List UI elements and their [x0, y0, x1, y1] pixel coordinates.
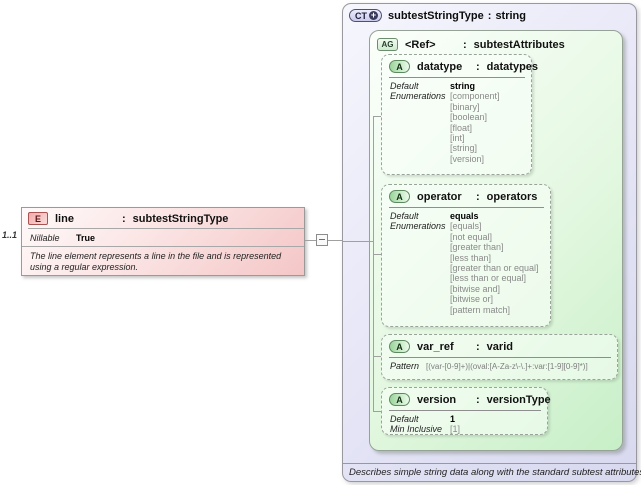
- complex-type-title: subtestStringType : string: [388, 10, 526, 22]
- facet-min-inclusive-value: [1]: [450, 424, 461, 435]
- enum-value: [pattern match]: [450, 304, 511, 315]
- attribute-icon: A: [389, 190, 410, 203]
- attribute-facets: Default Enumerations string [component] …: [382, 81, 531, 164]
- complex-type-icon: CT +: [349, 9, 382, 22]
- attribute-group-name: <Ref>: [405, 38, 436, 51]
- attribute-facets: Default Enumerations equals [equals] [no…: [382, 211, 550, 315]
- attribute-group-node-subtestAttributes[interactable]: AG <Ref> : subtestAttributes A datatype …: [369, 30, 623, 451]
- divider: [389, 207, 544, 208]
- connector-line: [305, 240, 317, 241]
- divider: [343, 463, 636, 464]
- cardinality-label: 1..1: [2, 230, 18, 240]
- facet-label: Nillable: [30, 233, 60, 243]
- facet-label-min-inclusive: Min Inclusive: [390, 424, 443, 435]
- attribute-group-type: subtestAttributes: [473, 38, 565, 51]
- enum-value: [boolean]: [450, 112, 488, 123]
- connector-line: [328, 240, 342, 241]
- attribute-name: datatype: [417, 60, 463, 73]
- connector-branch-datatype: [373, 116, 381, 117]
- enum-value: [version]: [450, 153, 485, 164]
- attribute-header: A operator : operators: [382, 185, 550, 205]
- facet-label-enumerations: Enumerations: [390, 221, 446, 232]
- attribute-name: var_ref: [417, 340, 454, 353]
- attribute-node-var-ref[interactable]: A var_ref : varid Pattern [(var-[0-9]+)|…: [381, 334, 618, 380]
- attribute-facets: Pattern [(var-[0-9]+)|(oval:[A-Za-z\-\.]…: [382, 361, 617, 371]
- attribute-header: A datatype : datatypes: [382, 55, 538, 75]
- attribute-header: A version : versionType: [382, 388, 551, 408]
- attribute-colon: :: [476, 340, 480, 353]
- enum-value: [int]: [450, 133, 465, 144]
- element-documentation: The line element represents a line in th…: [22, 246, 304, 273]
- attribute-icon: A: [389, 60, 410, 73]
- facet-label-default: Default: [390, 81, 419, 91]
- attribute-facets: Default Min Inclusive 1 [1]: [382, 414, 547, 435]
- element-icon: E: [28, 212, 48, 225]
- enum-value: [greater than or equal]: [450, 263, 539, 274]
- enum-value: [less than or equal]: [450, 273, 527, 284]
- complex-type-node-subtestStringType[interactable]: CT + subtestStringType : string AG <Ref>…: [342, 3, 641, 482]
- facet-value: True: [76, 233, 96, 243]
- attribute-colon: :: [476, 190, 480, 203]
- divider: [28, 228, 304, 229]
- facet-default-value: 1: [450, 414, 456, 424]
- complex-type-base: string: [495, 9, 526, 22]
- enum-value: [float]: [450, 122, 473, 133]
- attribute-name: version: [417, 393, 457, 406]
- attribute-node-version[interactable]: A version : versionType Default Min Incl…: [381, 387, 551, 435]
- attribute-type: operators: [486, 190, 538, 203]
- enum-value: [bitwise and]: [450, 283, 501, 294]
- divider: [389, 77, 525, 78]
- enum-value: [not equal]: [450, 231, 493, 242]
- element-header: E line : subtestStringType: [22, 208, 304, 227]
- element-type-colon: :: [122, 212, 126, 225]
- divider: [389, 410, 541, 411]
- facet-default-value: equals: [450, 211, 479, 221]
- enum-value: [binary]: [450, 101, 480, 112]
- enum-value: [bitwise or]: [450, 294, 494, 305]
- element-facet-nillable: Nillable True: [22, 229, 304, 246]
- attribute-icon: A: [389, 393, 410, 406]
- facet-pattern-value: [(var-[0-9]+)|(oval:[A-Za-z\-\.]+:var:[1…: [426, 362, 588, 371]
- attribute-icon: A: [389, 340, 410, 353]
- attribute-colon: :: [476, 393, 480, 406]
- connector-trunk: [373, 116, 374, 412]
- enum-value: [string]: [450, 143, 478, 154]
- enum-value: [component]: [450, 91, 500, 102]
- attribute-node-datatype[interactable]: A datatype : datatypes Default Enumerati…: [381, 54, 538, 175]
- attribute-group-colon: :: [463, 38, 467, 51]
- enum-value: [less than]: [450, 252, 492, 263]
- complex-type-header: CT + subtestStringType : string: [349, 9, 526, 22]
- complex-type-annotation: Describes simple string data along with …: [349, 467, 641, 478]
- element-name: line: [55, 212, 74, 225]
- facet-label-pattern: Pattern: [390, 361, 420, 371]
- attribute-group-icon: AG: [377, 38, 398, 51]
- attribute-colon: :: [476, 60, 480, 73]
- plus-icon: +: [369, 10, 378, 20]
- complex-type-name: subtestStringType: [388, 9, 484, 22]
- facet-label-enumerations: Enumerations: [390, 91, 446, 102]
- attribute-name: operator: [417, 190, 462, 203]
- attribute-type: versionType: [486, 393, 551, 406]
- enum-value: [equals]: [450, 221, 482, 232]
- divider: [389, 357, 611, 358]
- element-node-line[interactable]: E line : subtestStringType Nillable True…: [21, 207, 305, 276]
- attribute-type: datatypes: [486, 60, 539, 73]
- collapse-toggle[interactable]: [316, 234, 328, 246]
- connector-branch-operator: [373, 254, 381, 255]
- facet-default-value: string: [450, 81, 476, 91]
- connector-line: [343, 241, 373, 242]
- connector-branch-var-ref: [373, 356, 381, 357]
- enum-value: [greater than]: [450, 242, 504, 253]
- connector-branch-version: [373, 411, 381, 412]
- complex-type-icon-label: CT: [355, 10, 367, 21]
- attribute-node-operator[interactable]: A operator : operators Default Enumerati…: [381, 184, 551, 327]
- complex-type-colon: :: [487, 9, 492, 22]
- facet-label-default: Default: [390, 211, 419, 221]
- element-type: subtestStringType: [132, 212, 229, 225]
- attribute-type: varid: [486, 340, 513, 353]
- facet-label-default: Default: [390, 414, 419, 424]
- attribute-group-header: AG <Ref> : subtestAttributes: [370, 31, 622, 51]
- attribute-header: A var_ref : varid: [382, 335, 617, 355]
